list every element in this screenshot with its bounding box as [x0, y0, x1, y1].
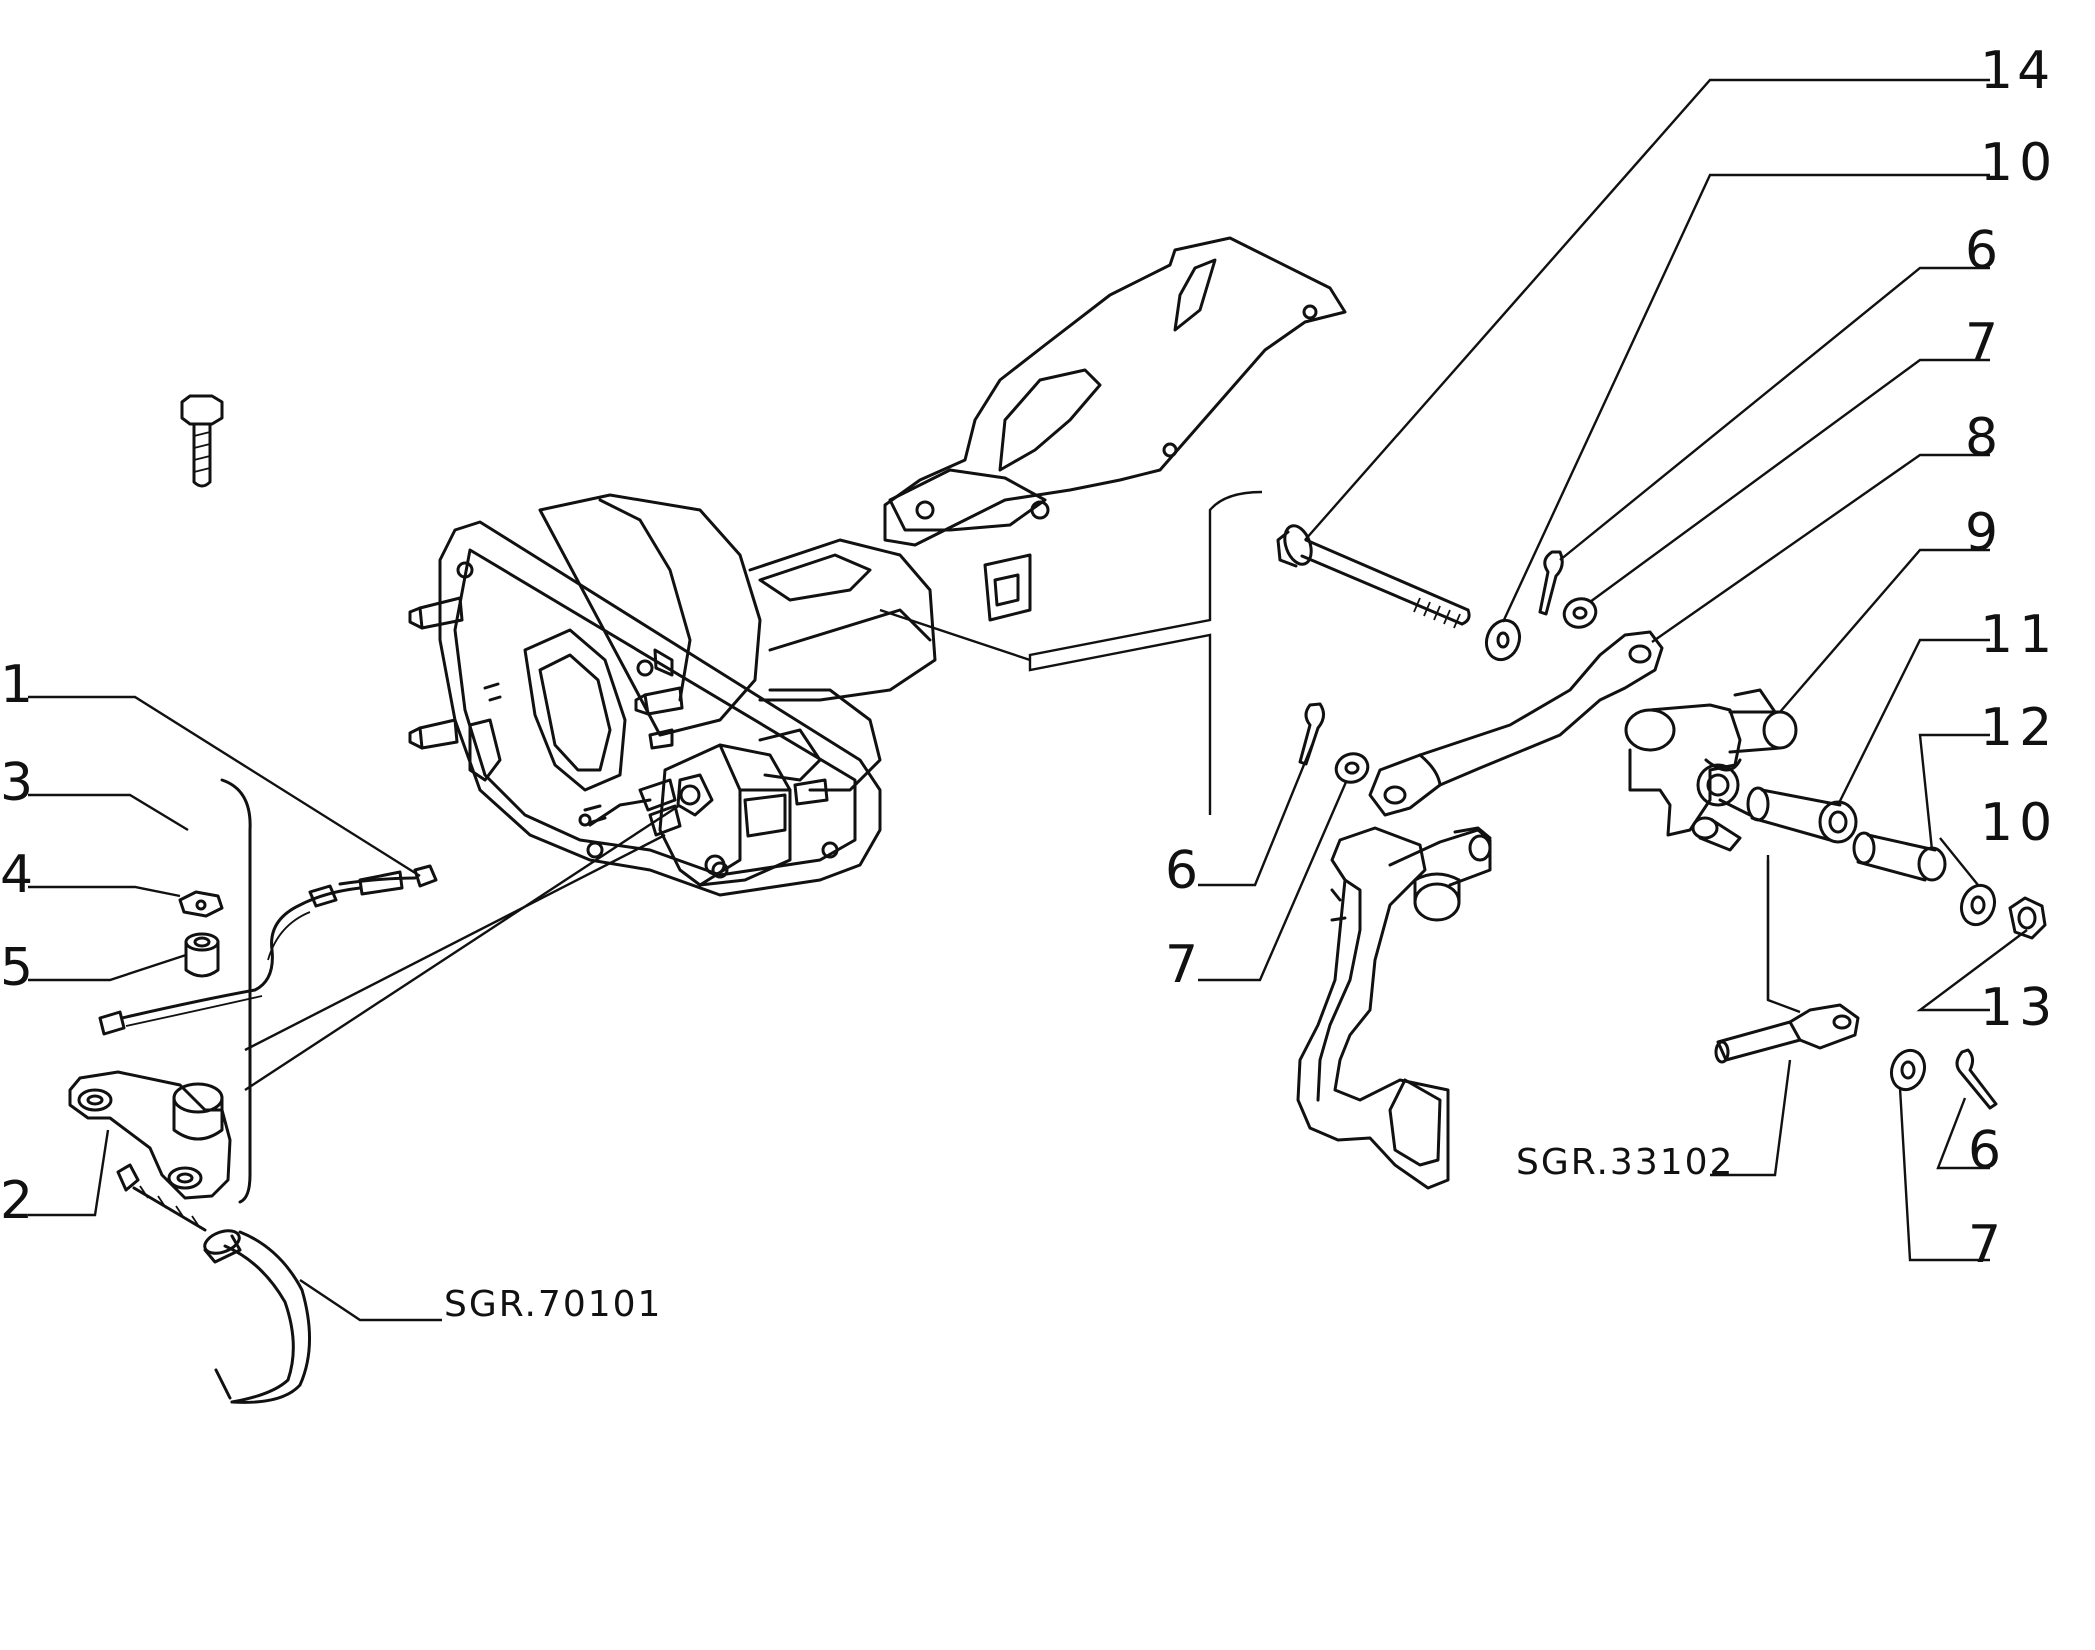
- lever-part-2: [68, 1070, 232, 1200]
- washer-part-7-left: [1334, 752, 1370, 784]
- callout-6-lower: 6: [1968, 1121, 2001, 1181]
- washer-part-7-lower: [1889, 1048, 1927, 1092]
- brake-pedal: [1296, 826, 1492, 1190]
- split-pin-part-6-left: [1298, 702, 1325, 766]
- callout-7-left: 7: [1165, 935, 1198, 995]
- callout-labels: 1 2 3 4 5 6 6 6 7 7 7 8 9 10 10 11 12 13…: [0, 41, 2058, 1275]
- split-pin-part-6-lower: [1955, 1048, 1998, 1110]
- callout-2: 2: [0, 1171, 33, 1231]
- callout-leaders: [28, 78, 2028, 1322]
- nut-part-13: [2008, 896, 2047, 940]
- callout-6-left: 6: [1165, 841, 1198, 901]
- callout-1: 1: [0, 655, 33, 715]
- right-components: [1276, 524, 2047, 1190]
- pin-part-14: [1276, 524, 1471, 629]
- callout-3: 3: [0, 753, 33, 813]
- callout-4: 4: [0, 845, 33, 905]
- washer-part-10-upper: [1484, 618, 1522, 662]
- bolt-part-3: [180, 394, 224, 488]
- left-components: [68, 394, 438, 1404]
- clevis-pin-sgr-33102: [1714, 1003, 1860, 1064]
- pivot-bracket-part-9: [1624, 688, 1798, 852]
- reference-pedal: SGR.33102: [1516, 1142, 1734, 1183]
- washer-part-7-upper: [1562, 597, 1598, 629]
- link-part-8: [1368, 630, 1664, 817]
- callout-7-upper: 7: [1965, 313, 1998, 373]
- cable-sgr-70101: [116, 1163, 311, 1404]
- sensor-wire-part-1: [98, 864, 438, 1036]
- callout-8: 8: [1965, 408, 1998, 468]
- pedal-box-assembly: [408, 236, 1347, 897]
- callout-13: 13: [1980, 978, 2058, 1038]
- callout-12: 12: [1980, 698, 2058, 758]
- spacer-part-5: [184, 932, 220, 978]
- callout-9: 9: [1965, 503, 1998, 563]
- assembly-lines: [244, 490, 1801, 1092]
- washer-part-4: [178, 890, 224, 918]
- callout-5: 5: [0, 938, 33, 998]
- callout-14: 14: [1980, 41, 2054, 101]
- callout-10-upper: 10: [1980, 133, 2058, 193]
- callout-10-lower: 10: [1980, 793, 2058, 853]
- reference-cable: SGR.70101: [444, 1284, 662, 1325]
- bush-part-11: [1746, 786, 1858, 844]
- callout-11: 11: [1980, 605, 2058, 665]
- callout-7-lower: 7: [1968, 1215, 2001, 1275]
- washer-part-10-lower: [1959, 883, 1997, 927]
- split-pin-part-6-upper: [1538, 550, 1564, 616]
- callout-6-upper: 6: [1965, 221, 1998, 281]
